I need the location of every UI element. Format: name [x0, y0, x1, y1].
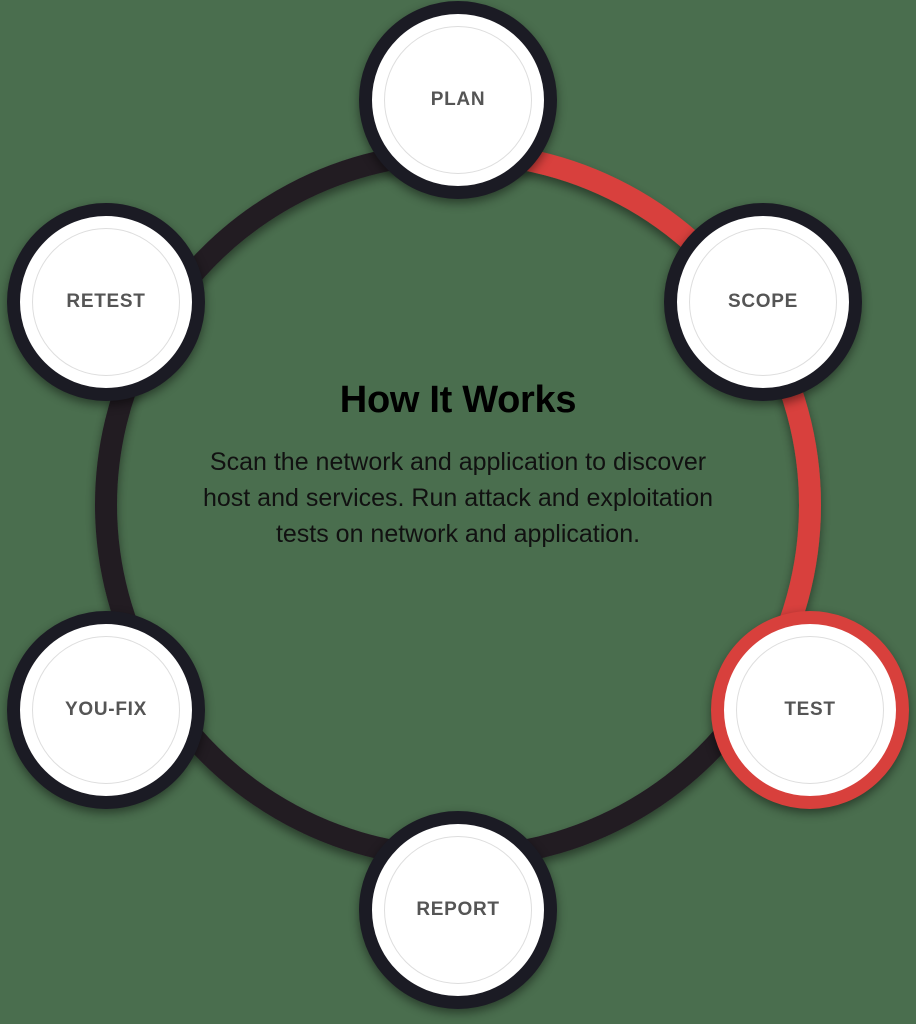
cycle-node-label-test: TEST — [784, 699, 836, 720]
center-text-block: How It Works Scan the network and applic… — [178, 379, 738, 553]
page-title: How It Works — [339, 379, 577, 421]
cycle-node-you-fix[interactable]: YOU-FIX — [7, 611, 205, 809]
center-description: Scan the network and application to disc… — [202, 447, 714, 549]
cycle-node-label-retest: RETEST — [66, 291, 146, 312]
cycle-node-label-scope: SCOPE — [727, 291, 799, 312]
cycle-node-retest[interactable]: RETEST — [7, 203, 205, 401]
cycle-node-label-plan: PLAN — [430, 89, 486, 110]
cycle-node-scope[interactable]: SCOPE — [664, 203, 862, 401]
cycle-node-report[interactable]: REPORT — [359, 811, 557, 1009]
cycle-node-label-you-fix: YOU-FIX — [65, 699, 147, 720]
cycle-node-test[interactable]: TEST — [711, 611, 909, 809]
cycle-node-label-report: REPORT — [416, 899, 500, 920]
cycle-node-plan[interactable]: PLAN — [359, 1, 557, 199]
